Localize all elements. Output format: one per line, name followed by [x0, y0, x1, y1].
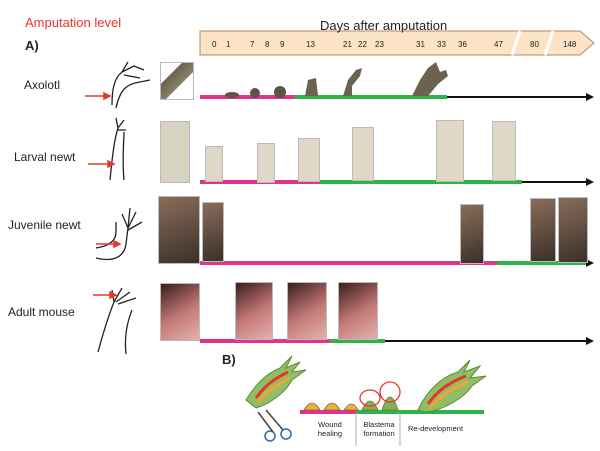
- day-tick: 23: [375, 40, 384, 49]
- days-header-band: [199, 30, 595, 56]
- axolotl-limb-sketch: [111, 61, 151, 109]
- juvenile-newt-photo-2: [460, 204, 484, 264]
- header-break-1: [510, 30, 522, 56]
- row-label-axolotl: Axolotl: [24, 78, 61, 92]
- day-tick: 33: [437, 40, 446, 49]
- larval-newt-limb-sketch: [109, 117, 126, 181]
- stump-stages: [303, 396, 399, 411]
- larval-newt-photo-3: [298, 138, 320, 182]
- mouse-digit-photo-3: [338, 282, 378, 340]
- mouse-digit-photo-2: [287, 282, 327, 340]
- days-after-amputation-header: Days after amputation: [320, 18, 448, 33]
- axolotl-limb-photo: [160, 62, 194, 100]
- day-tick: 36: [458, 40, 467, 49]
- panel-b-label: B): [222, 352, 236, 367]
- larval-bar-arrowhead: [586, 178, 594, 186]
- adult-mouse-limb-sketch: [97, 287, 137, 355]
- stage-redevelopment: Re-development: [408, 424, 464, 433]
- day-tick: 148: [563, 40, 577, 49]
- day-tick: 1: [226, 40, 231, 49]
- row-label-juvenile-newt: Juvenile newt: [8, 218, 81, 232]
- juvenile-newt-photo-0: [158, 196, 200, 264]
- day-tick: 0: [212, 40, 217, 49]
- stage-wound-healing: Wound healing: [317, 420, 343, 438]
- amputation-arrows: [85, 91, 122, 300]
- row-label-adult-mouse: Adult mouse: [8, 305, 75, 319]
- mouse-digit-photo-0: [160, 283, 200, 341]
- row-label-larval-newt: Larval newt: [14, 150, 76, 164]
- juvenile-newt-limb-sketch: [95, 207, 143, 261]
- mouse-digit-photo-1: [235, 282, 273, 340]
- day-tick: 47: [494, 40, 503, 49]
- day-tick: 21: [343, 40, 352, 49]
- larval-newt-photo-5: [436, 120, 464, 182]
- juvenile-newt-photo-4: [558, 197, 588, 263]
- header-break-2: [543, 30, 555, 56]
- juvenile-newt-photo-1: [202, 202, 224, 262]
- juvenile-bar-arrowhead: [586, 259, 594, 267]
- intact-limb-left: [245, 355, 307, 409]
- day-tick: 80: [530, 40, 539, 49]
- scissors-icon: [257, 409, 292, 442]
- day-tick: 8: [265, 40, 270, 49]
- amputation-level-header: Amputation level: [25, 15, 122, 30]
- blastema-highlight-2: [379, 381, 401, 403]
- axolotl-regeneration-stages: [225, 62, 448, 98]
- larval-newt-photo-1: [205, 146, 223, 182]
- blastema-highlight-1: [359, 389, 381, 407]
- day-tick: 7: [250, 40, 255, 49]
- day-tick: 9: [280, 40, 285, 49]
- larval-newt-photo-4: [352, 127, 374, 181]
- larval-newt-photo-0: [160, 121, 190, 183]
- panel-a-label: A): [25, 38, 39, 53]
- larval-newt-photo-6: [492, 121, 516, 181]
- regrown-limb-right: [417, 359, 487, 413]
- stage-blastema-formation: Blastema formation: [363, 420, 395, 438]
- day-tick: 31: [416, 40, 425, 49]
- day-tick: 22: [358, 40, 367, 49]
- larval-newt-photo-2: [257, 143, 275, 183]
- panel-b-illustration: [245, 355, 487, 446]
- axolotl-bar-arrowhead: [586, 93, 594, 101]
- mouse-bar-arrowhead: [586, 337, 594, 345]
- juvenile-newt-photo-3: [530, 198, 556, 262]
- day-tick: 13: [306, 40, 315, 49]
